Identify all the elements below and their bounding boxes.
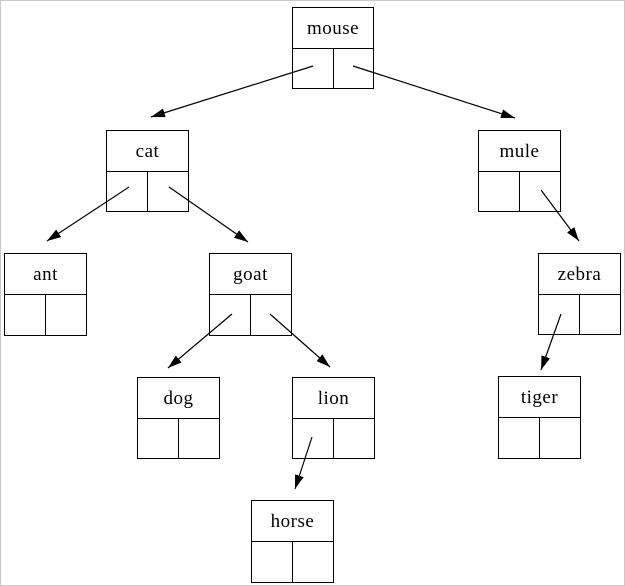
node-pointer-cells bbox=[210, 294, 291, 335]
node-label: goat bbox=[233, 263, 268, 285]
right-pointer-cell bbox=[293, 542, 333, 582]
node-label: horse bbox=[270, 510, 315, 532]
right-pointer-cell bbox=[580, 295, 620, 334]
right-pointer-cell bbox=[251, 295, 291, 335]
node-label: tiger bbox=[520, 386, 559, 408]
node-label: ant bbox=[33, 263, 58, 285]
right-pointer-cell bbox=[179, 419, 219, 458]
node-pointer-cells bbox=[293, 48, 373, 88]
node-label: mule bbox=[499, 140, 540, 162]
node-label: cat bbox=[135, 140, 160, 162]
node-label: mouse bbox=[306, 17, 360, 39]
left-pointer-cell bbox=[5, 295, 46, 335]
tree-node-dog: dog bbox=[137, 377, 220, 459]
tree-node-goat: goat bbox=[209, 253, 292, 336]
left-pointer-cell bbox=[479, 172, 520, 211]
tree-node-tiger: tiger bbox=[498, 376, 581, 459]
node-pointer-cells bbox=[499, 417, 580, 458]
left-pointer-cell bbox=[210, 295, 251, 335]
node-label: dog bbox=[163, 387, 194, 409]
left-pointer-cell bbox=[138, 419, 179, 458]
right-pointer-cell bbox=[148, 172, 188, 211]
tree-node-lion: lion bbox=[292, 377, 375, 459]
node-pointer-cells bbox=[252, 541, 333, 582]
left-pointer-cell bbox=[539, 295, 580, 334]
node-label: zebra bbox=[557, 263, 602, 285]
left-pointer-cell bbox=[107, 172, 148, 211]
tree-node-horse: horse bbox=[251, 500, 334, 583]
node-pointer-cells bbox=[293, 418, 374, 458]
node-pointer-cells bbox=[539, 294, 620, 334]
node-pointer-cells bbox=[5, 294, 86, 335]
tree-node-mule: mule bbox=[478, 130, 561, 212]
tree-node-mouse: mouse bbox=[292, 7, 374, 89]
left-pointer-cell bbox=[499, 418, 540, 458]
left-pointer-cell bbox=[293, 419, 334, 458]
right-pointer-cell bbox=[540, 418, 580, 458]
node-pointer-cells bbox=[138, 418, 219, 458]
tree-node-cat: cat bbox=[106, 130, 189, 212]
node-pointer-cells bbox=[479, 171, 560, 211]
right-pointer-cell bbox=[334, 419, 374, 458]
tree-node-zebra: zebra bbox=[538, 253, 621, 335]
node-pointer-cells bbox=[107, 171, 188, 211]
right-pointer-cell bbox=[520, 172, 560, 211]
tree-node-ant: ant bbox=[4, 253, 87, 336]
node-label: lion bbox=[317, 387, 350, 409]
right-pointer-cell bbox=[46, 295, 86, 335]
right-pointer-cell bbox=[334, 49, 374, 88]
left-pointer-cell bbox=[252, 542, 293, 582]
left-pointer-cell bbox=[293, 49, 334, 88]
